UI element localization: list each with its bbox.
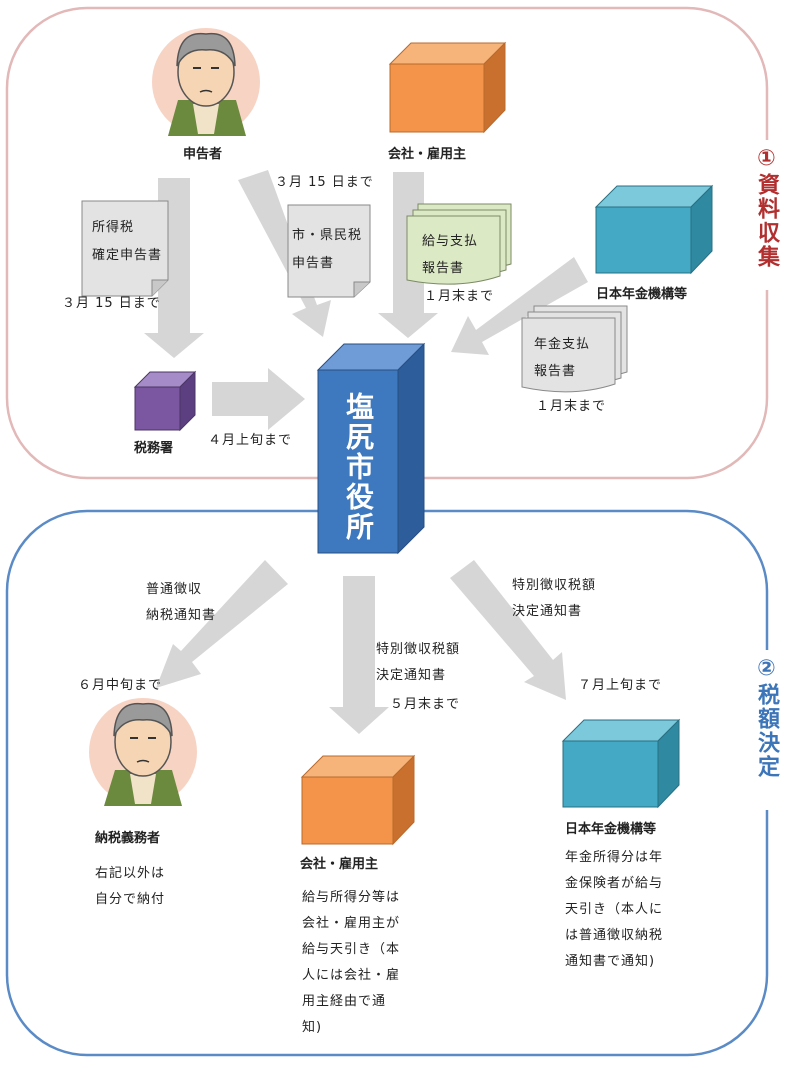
notice-ordinary: 普通徴収 納税通知書 (146, 582, 217, 623)
deadline-salary-report: １月末まで (424, 289, 495, 304)
deadline-taxpayer: ６月中旬まで (78, 678, 163, 693)
income-tax-return-text: 所得税 確定申告書 (92, 220, 163, 263)
employer-bottom-label: 会社・雇用主 (300, 857, 379, 872)
employer-box-top (388, 41, 507, 134)
section2-title: ②税額決定 (754, 656, 779, 779)
pension-top-label: 日本年金機構等 (596, 287, 688, 302)
deadline-income-tax: ３月 15 日まで (62, 296, 161, 311)
declarant-person-icon (152, 28, 260, 136)
declarant-label: 申告者 (183, 147, 223, 162)
pension-box-bottom (561, 718, 681, 809)
arrow-city-to-employer (329, 576, 389, 734)
city-hall-box (316, 342, 426, 555)
taxpayer-person-icon (89, 698, 197, 806)
deadline-pension: ７月上旬まで (578, 678, 663, 693)
taxpayer-label: 納税義務者 (95, 831, 161, 846)
section1-title: ①資料収集 (754, 146, 779, 269)
tax-office-label: 税務署 (134, 441, 174, 456)
employer-box-bottom (300, 754, 416, 846)
note-taxpayer: 右記以外は 自分で納付 (95, 866, 166, 907)
salary-report-doc (406, 203, 512, 285)
pension-box-top (594, 184, 714, 275)
notice-special-pension: 特別徴収税額 決定通知書 (512, 578, 597, 619)
pension-report-text: 年金支払 報告書 (534, 337, 591, 379)
arrow-taxoffice-to-city (212, 368, 305, 430)
pension-bottom-label: 日本年金機構等 (565, 822, 657, 837)
city-hall-label: 塩尻市役所 (342, 392, 375, 542)
employer-top-label: 会社・雇用主 (388, 147, 467, 162)
tax-office-box (133, 370, 197, 432)
deadline-resident-tax: ３月 15 日まで (275, 175, 374, 190)
deadline-employer: ５月末まで (390, 697, 461, 712)
arrow-city-to-taxpayer (156, 560, 288, 688)
note-employer: 給与所得分等は 会社・雇用主が 給与天引き（本 人には会社・雇 用主経由で通 知… (302, 890, 401, 1035)
section2-arrows (156, 560, 566, 734)
deadline-tax-office: ４月上旬まで (208, 433, 293, 448)
arrow-city-to-pension (450, 560, 566, 700)
arrow-pension-to-city (451, 257, 588, 355)
pension-report-doc (521, 305, 628, 393)
deadline-pension-report: １月末まで (536, 399, 607, 414)
salary-report-text: 給与支払 報告書 (422, 234, 479, 276)
note-pension: 年金所得分は年 金保険者が給与 天引き（本人に は普通徴収納税 通知書で通知) (565, 850, 664, 969)
notice-special-employer: 特別徴収税額 決定通知書 (376, 642, 461, 683)
resident-tax-return-text: 市・県民税 申告書 (292, 228, 363, 271)
